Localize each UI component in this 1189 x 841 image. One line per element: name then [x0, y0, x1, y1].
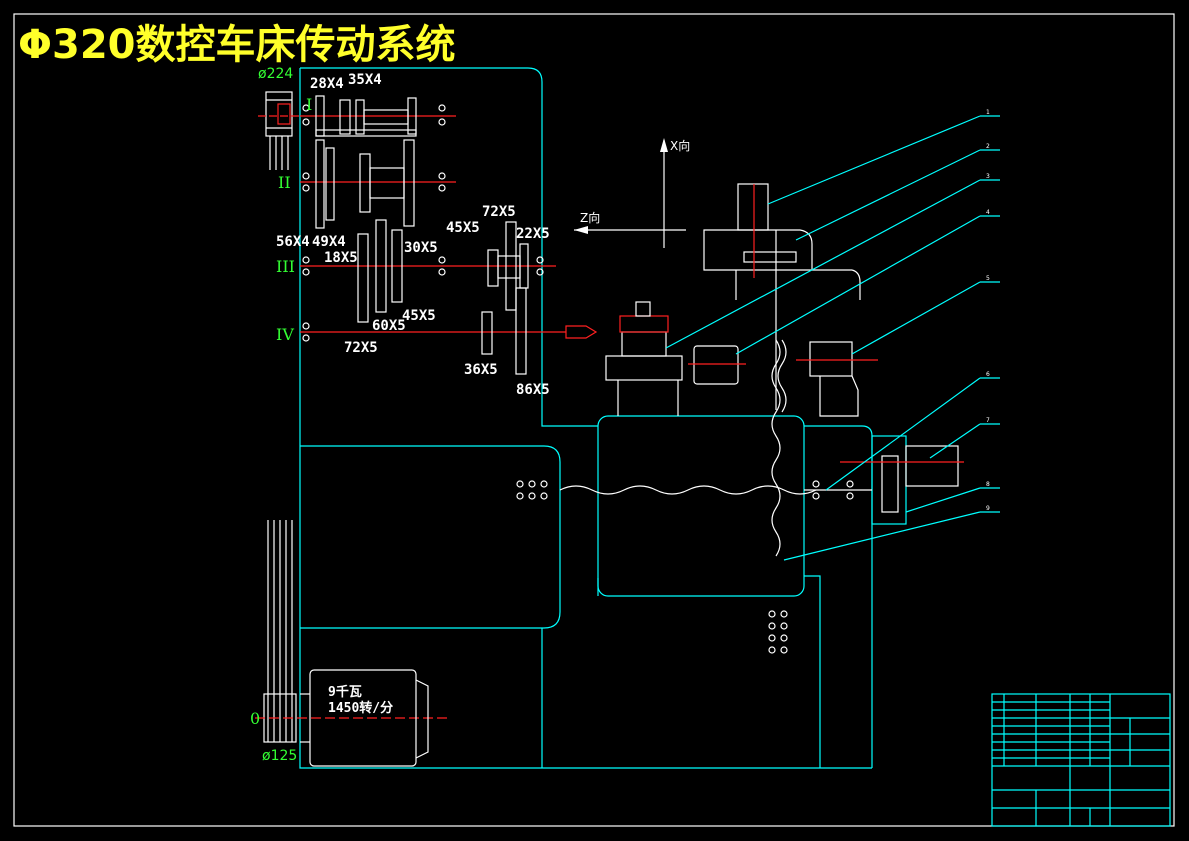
label-gear-60x5: 60X5: [372, 318, 406, 334]
shaft-label-0: 0: [250, 709, 260, 728]
shaft-lines: [300, 115, 598, 339]
sheet-border: [13, 13, 1175, 827]
leader-9: 9: [986, 505, 990, 512]
leader-lines: [665, 115, 1000, 561]
direction-arrows: [574, 138, 686, 248]
input-pulley: [258, 91, 300, 170]
leader-5: 5: [986, 275, 990, 282]
shaft-label-4: IV: [276, 325, 294, 344]
label-gear-86x5: 86X5: [516, 382, 550, 398]
label-gear-22x5: 22X5: [516, 226, 550, 242]
leader-1: 1: [986, 109, 990, 116]
leader-4: 4: [986, 209, 990, 216]
label-gear-28x4: 28X4: [310, 76, 344, 92]
label-gear-45x5-b: 45X5: [402, 308, 436, 324]
bearings: [302, 104, 544, 342]
label-x-direction: X向: [670, 138, 690, 153]
shaft-labels: I II III IV 0: [250, 95, 312, 728]
headstock-housing: [299, 67, 907, 769]
leader-numbers: 1 2 3 4 5 6 7 8 9: [986, 109, 990, 512]
leader-8: 8: [986, 481, 990, 488]
motor: [300, 669, 429, 767]
label-gear-72x5-a: 72X5: [482, 204, 516, 220]
drawing-title: Φ320数控车床传动系统: [18, 22, 456, 68]
label-gear-56x4: 56X4: [276, 234, 310, 250]
leader-7: 7: [986, 417, 990, 424]
label-gear-45x5-a: 45X5: [446, 220, 480, 236]
label-pulley-224: ø224: [258, 66, 293, 82]
label-motor-speed: 1450转/分: [328, 700, 393, 716]
label-gear-35x4: 35X4: [348, 72, 382, 88]
label-gear-72x5-b: 72X5: [344, 340, 378, 356]
label-pulley-125: ø125: [262, 748, 297, 764]
leader-3: 3: [986, 173, 990, 180]
label-z-direction: Z向: [580, 210, 600, 225]
label-gear-49x4: 49X4: [312, 234, 346, 250]
leader-2: 2: [986, 143, 990, 150]
gear-labels: ø224 28X4 35X4 56X4 49X4 18X5 30X5 45X5 …: [258, 66, 690, 764]
shaft-label-2: II: [278, 173, 291, 192]
motor-pulley: [255, 520, 450, 743]
gear-set: [315, 95, 529, 375]
label-gear-36x5: 36X5: [464, 362, 498, 378]
title-block: [991, 693, 1171, 827]
shaft-label-1: I: [306, 95, 312, 114]
label-gear-30x5: 30X5: [404, 240, 438, 256]
shaft-label-3: III: [276, 257, 295, 276]
cross-slide-assembly: [516, 183, 964, 654]
label-gear-18x5: 18X5: [324, 250, 358, 266]
label-motor-power: 9千瓦: [328, 684, 362, 700]
leader-6: 6: [986, 371, 990, 378]
